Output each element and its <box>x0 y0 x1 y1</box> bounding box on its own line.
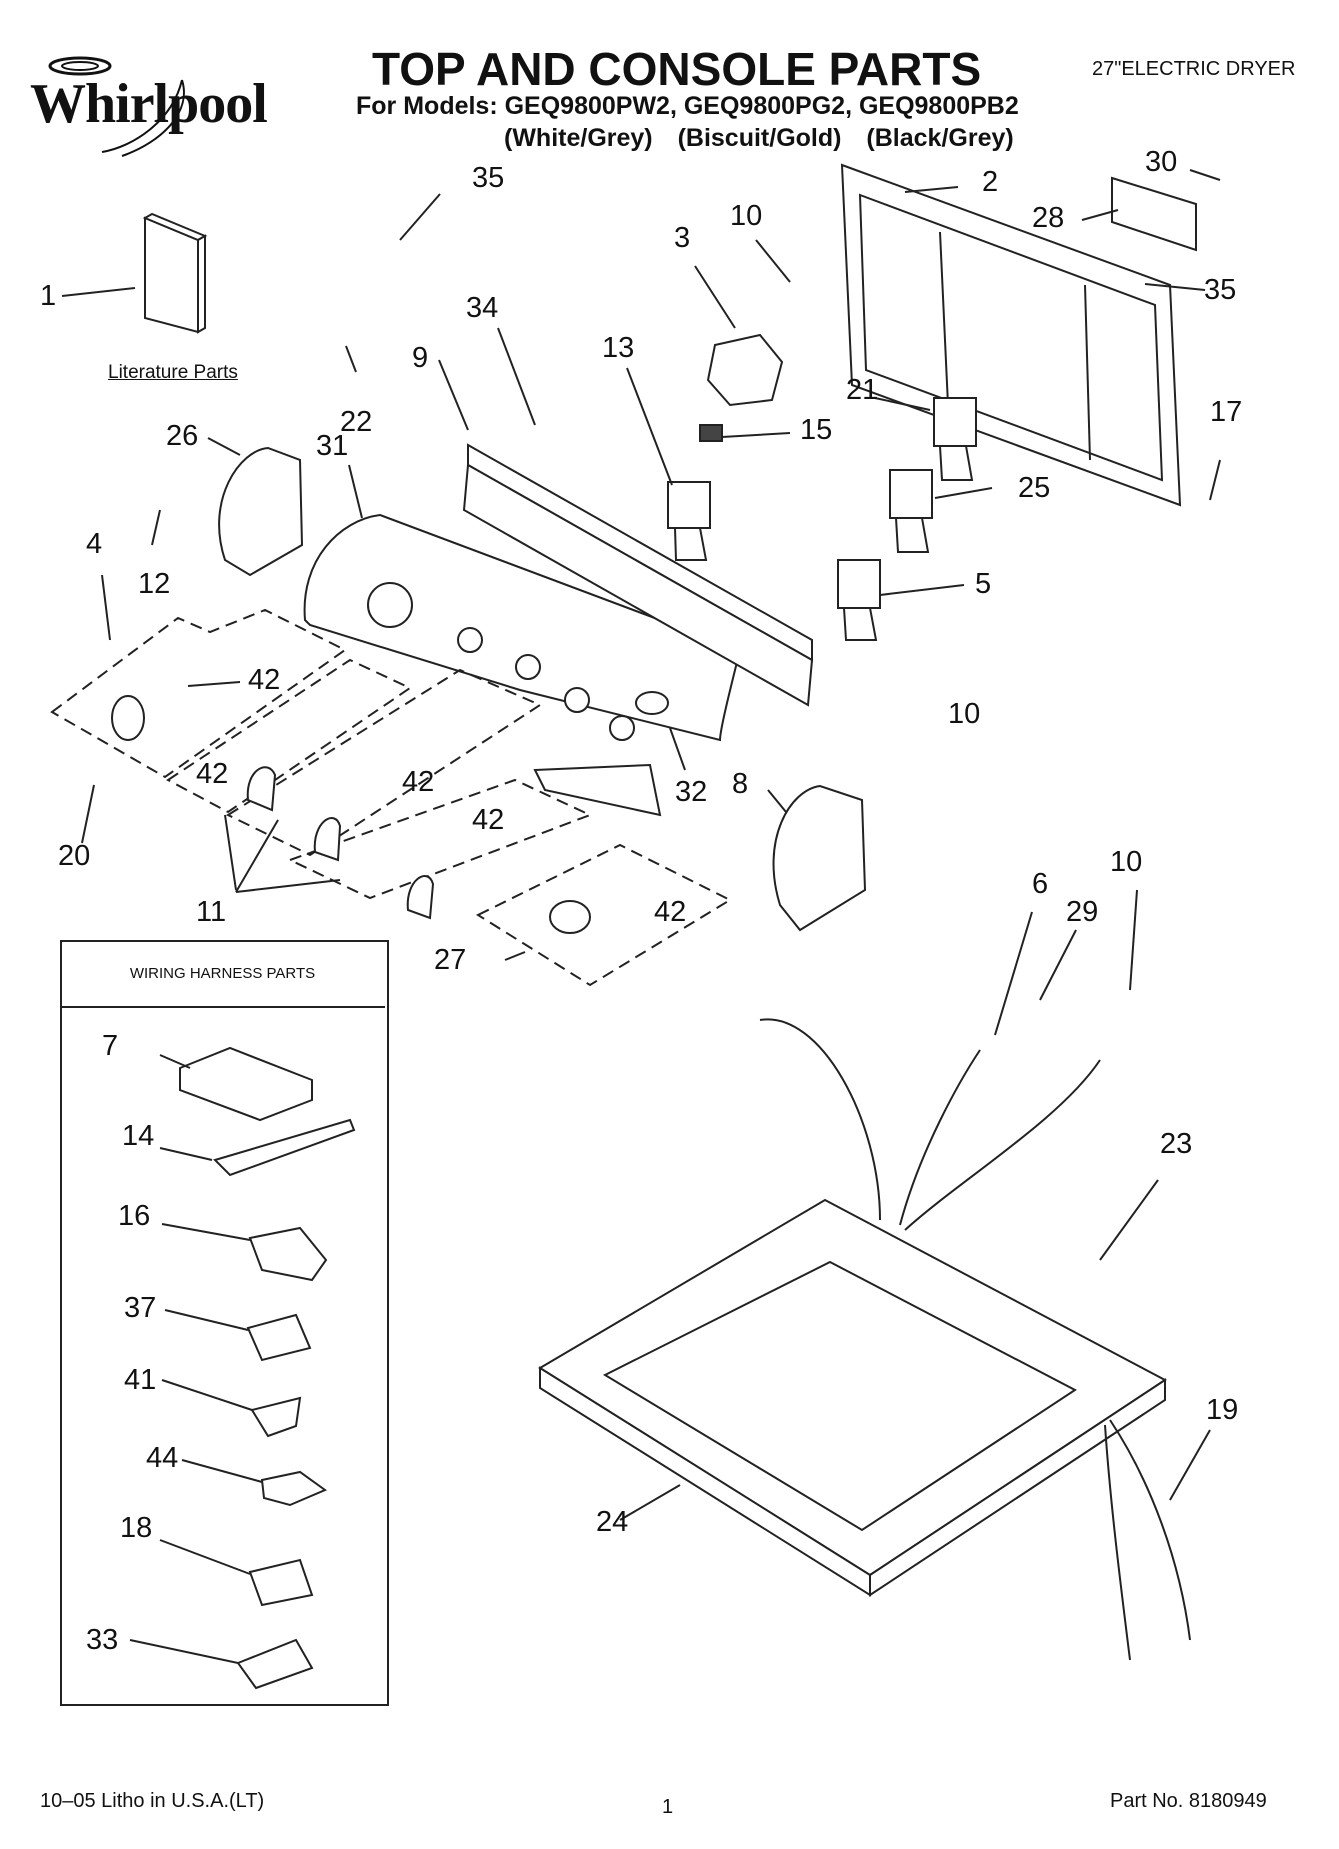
footer-litho: 10–05 Litho in U.S.A.(LT) <box>40 1790 265 1812</box>
callout-35-right: 35 <box>1204 274 1237 306</box>
callout-9: 9 <box>412 342 429 374</box>
console-panel <box>303 513 742 742</box>
callout-24: 24 <box>596 1506 629 1538</box>
callout-29: 29 <box>1066 896 1099 928</box>
callout-42-d: 42 <box>472 804 505 836</box>
callout-2: 2 <box>982 166 999 198</box>
callout-5: 5 <box>975 568 992 600</box>
callout-23: 23 <box>1160 1128 1193 1160</box>
end-cap-right <box>772 784 867 932</box>
callout-31: 31 <box>316 430 349 462</box>
timer <box>706 333 784 407</box>
callout-35-top: 35 <box>472 162 505 194</box>
callout-42-c: 42 <box>402 766 435 798</box>
callout-10-low: 10 <box>1110 846 1143 878</box>
callout-30: 30 <box>1145 146 1178 178</box>
product-type: 27"ELECTRIC DRYER <box>1092 58 1296 80</box>
color-variants: (White/Grey) (Biscuit/Gold) (Black/Grey) <box>504 124 1032 153</box>
callout-14: 14 <box>122 1120 155 1152</box>
callout-37: 37 <box>124 1292 157 1324</box>
callout-7: 7 <box>102 1030 119 1062</box>
literature-booklet <box>142 212 208 334</box>
callout-17: 17 <box>1210 396 1243 428</box>
callout-20: 20 <box>58 840 91 872</box>
callout-26: 26 <box>166 420 199 452</box>
callout-10-mid: 10 <box>948 698 981 730</box>
brand-logo-text: Whirlpool <box>30 73 268 135</box>
callout-3: 3 <box>674 222 691 254</box>
color-black-grey: (Black/Grey) <box>866 124 1014 152</box>
rear-console <box>840 163 1182 507</box>
callout-12: 12 <box>138 568 171 600</box>
callout-19: 19 <box>1206 1394 1239 1426</box>
wiring-harness-title: WIRING HARNESS PARTS <box>60 940 385 1008</box>
callout-13: 13 <box>602 332 635 364</box>
callout-44: 44 <box>146 1442 179 1474</box>
footer-page-number: 1 <box>662 1796 674 1818</box>
whirlpool-logo <box>48 56 185 157</box>
callout-21: 21 <box>846 374 879 406</box>
callout-10-top: 10 <box>730 200 763 232</box>
callout-8: 8 <box>732 768 749 800</box>
callout-16: 16 <box>118 1200 151 1232</box>
callout-41: 41 <box>124 1364 157 1396</box>
callout-42-b: 42 <box>196 758 229 790</box>
callout-27: 27 <box>434 944 467 976</box>
callout-42-e: 42 <box>654 896 687 928</box>
callout-18: 18 <box>120 1512 153 1544</box>
callout-25: 25 <box>1018 472 1051 504</box>
callout-15: 15 <box>800 414 833 446</box>
color-white-grey: (White/Grey) <box>504 124 653 152</box>
callout-11: 11 <box>196 896 227 928</box>
page-title: TOP AND CONSOLE PARTS <box>372 43 982 95</box>
callout-4: 4 <box>86 528 103 560</box>
end-cap-left <box>218 446 304 577</box>
footer-part-number: Part No. 8180949 <box>1110 1790 1267 1812</box>
callout-6: 6 <box>1032 868 1049 900</box>
models-line: For Models: GEQ9800PW2, GEQ9800PG2, GEQ9… <box>356 92 1019 120</box>
callout-32: 32 <box>675 776 708 808</box>
callout-1: 1 <box>40 280 57 312</box>
color-biscuit-gold: (Biscuit/Gold) <box>677 124 842 152</box>
callout-28: 28 <box>1032 202 1065 234</box>
callout-42-a: 42 <box>248 664 281 696</box>
callout-22: 22 <box>340 406 373 438</box>
callout-33: 33 <box>86 1624 119 1656</box>
callout-34: 34 <box>466 292 499 324</box>
wiring-harness-box <box>60 940 389 1706</box>
literature-parts-label: Literature Parts <box>108 362 238 383</box>
